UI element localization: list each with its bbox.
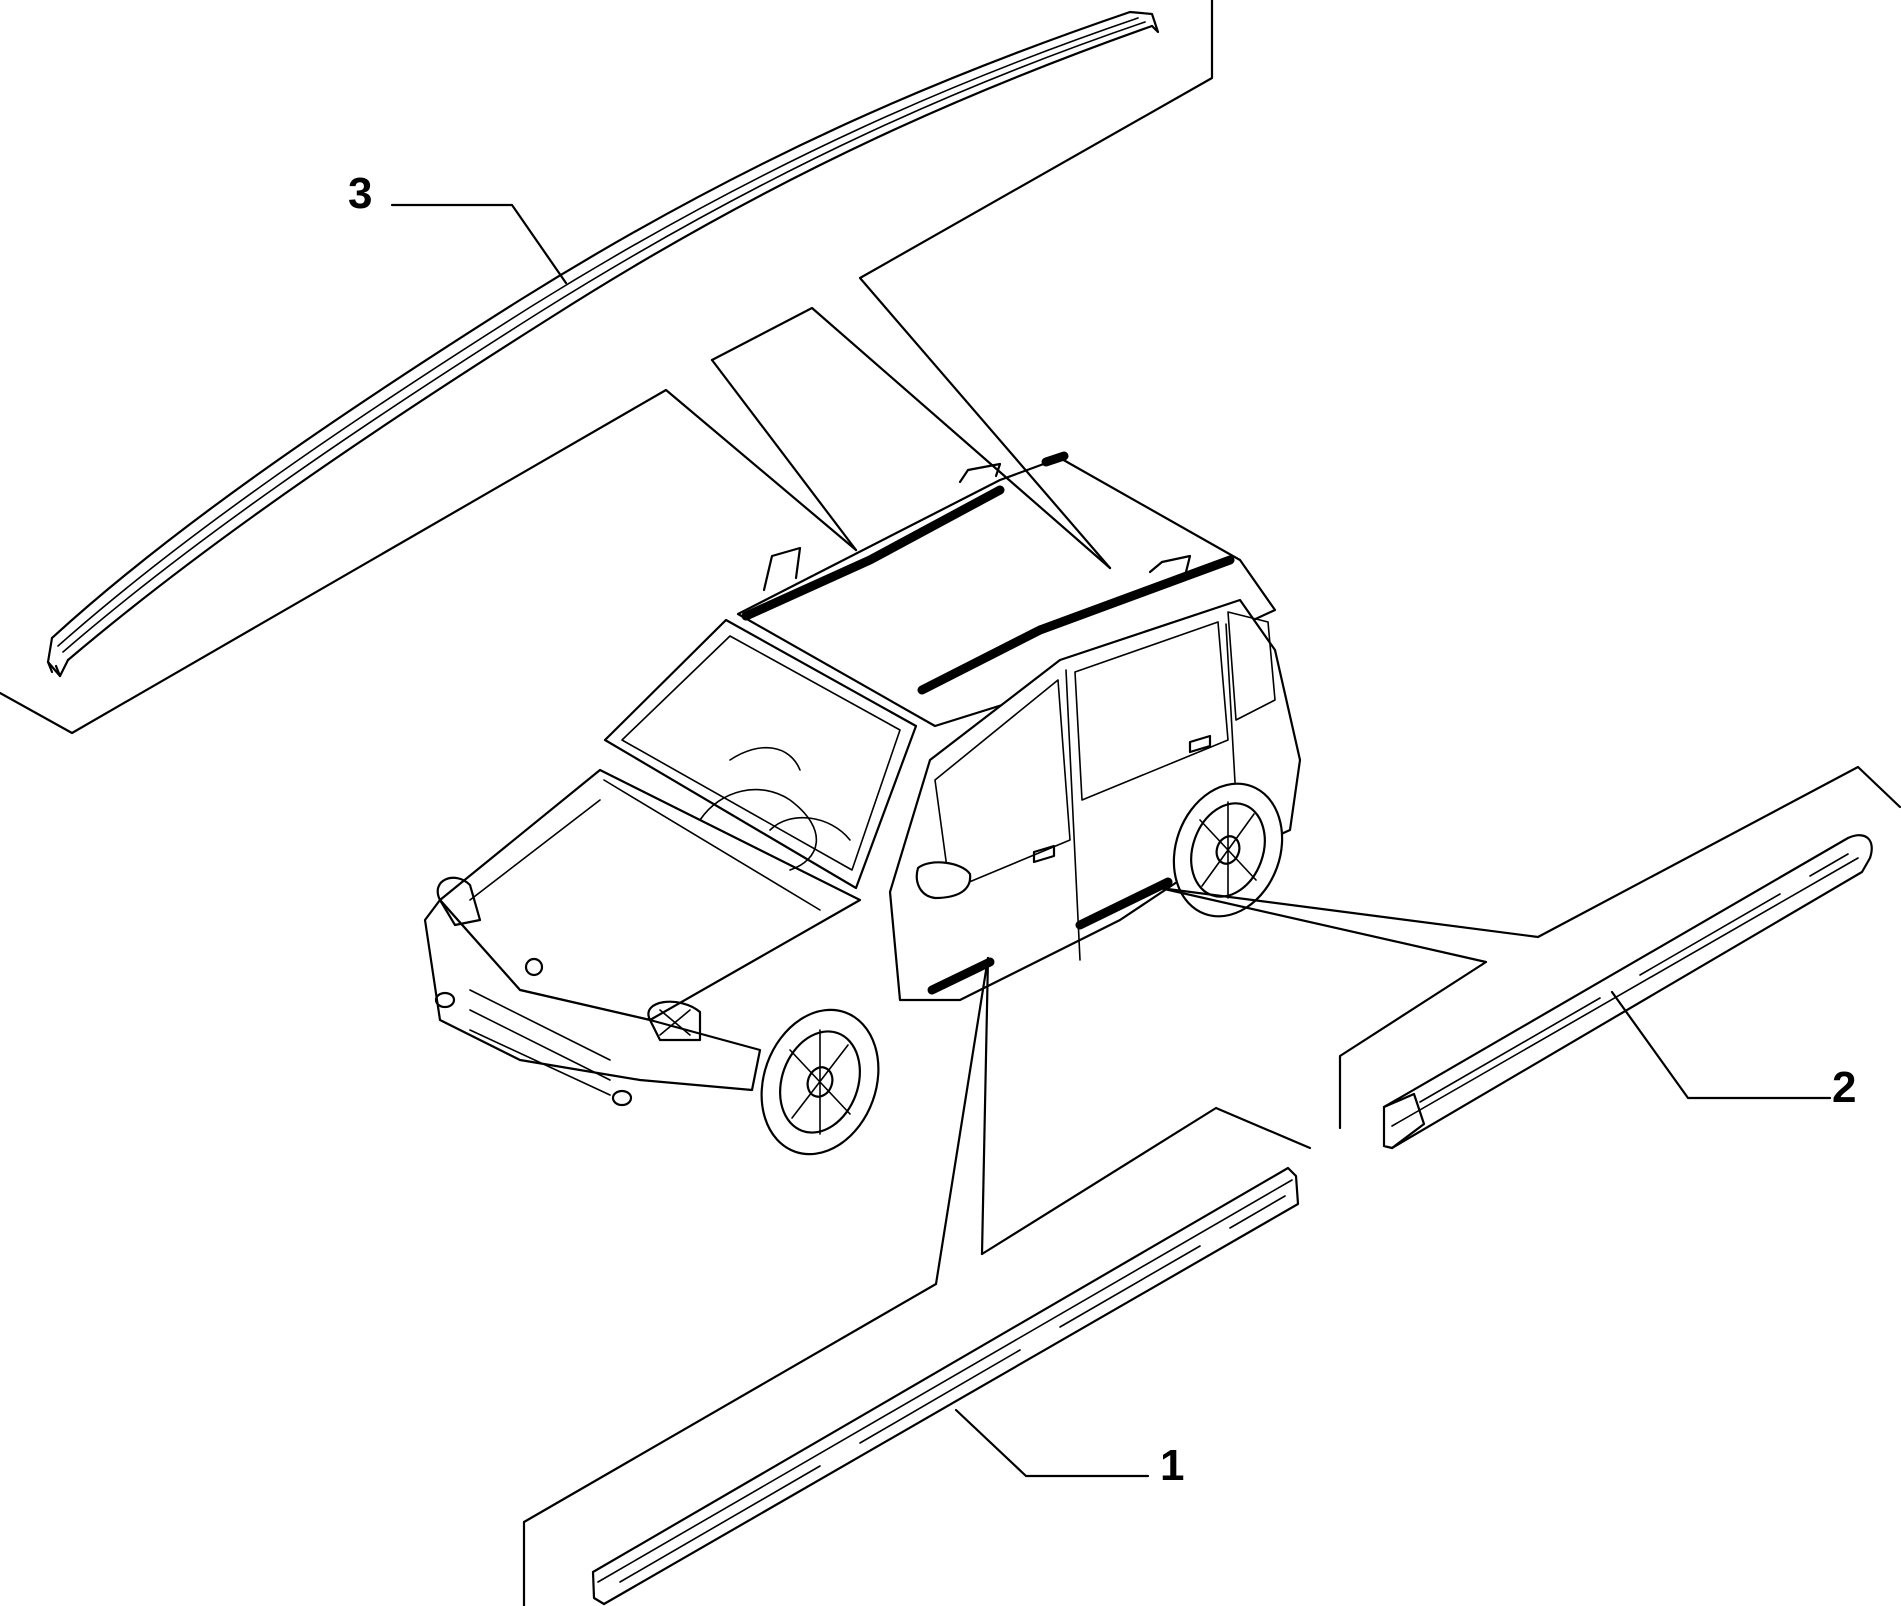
callout-label-1: 1 (1160, 1441, 1184, 1490)
door-moulding-front-mark (927, 957, 995, 995)
callout-label-3: 3 (348, 169, 372, 218)
roof-moulding-part-3[interactable] (46, 10, 1160, 678)
roof-rail-right (917, 555, 1235, 695)
car-illustration (423, 451, 1302, 1156)
door-moulding-rear-mark (1075, 877, 1173, 930)
rear-door-moulding-part-2[interactable] (1382, 834, 1873, 1150)
roof-rail-left (741, 485, 1005, 621)
callout-label-2: 2 (1832, 1063, 1856, 1112)
front-door-moulding-part-1[interactable] (591, 1166, 1300, 1606)
